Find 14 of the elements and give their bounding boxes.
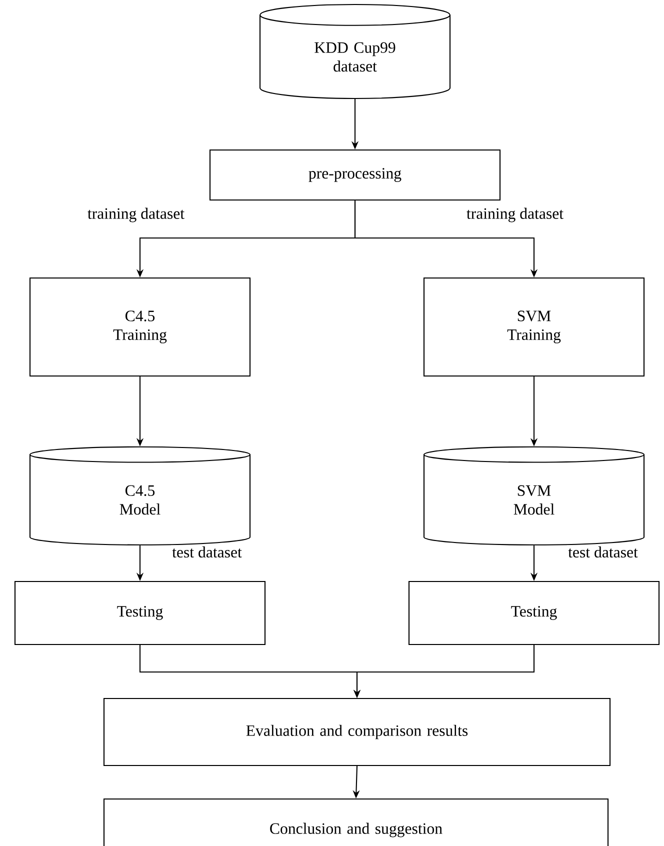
process-box: pre-processing <box>209 149 501 201</box>
process-box: C4.5 Training <box>29 277 251 377</box>
edge-label: training dataset <box>86 206 186 224</box>
process-box: Evaluation and comparison results <box>103 698 611 766</box>
database-cylinder: KDD Cup99 dataset <box>259 4 451 100</box>
process-box: Testing <box>408 580 660 646</box>
process-box: Conclusion and suggestion <box>103 798 609 846</box>
process-box: SVM Training <box>423 277 645 377</box>
database-cylinder: SVM Model <box>423 446 645 546</box>
process-box: Testing <box>14 580 266 646</box>
edge-label: test dataset <box>566 545 640 559</box>
database-cylinder: C4.5 Model <box>29 446 251 546</box>
edge-label: training dataset <box>465 206 565 224</box>
edge-label: test dataset <box>170 545 244 559</box>
